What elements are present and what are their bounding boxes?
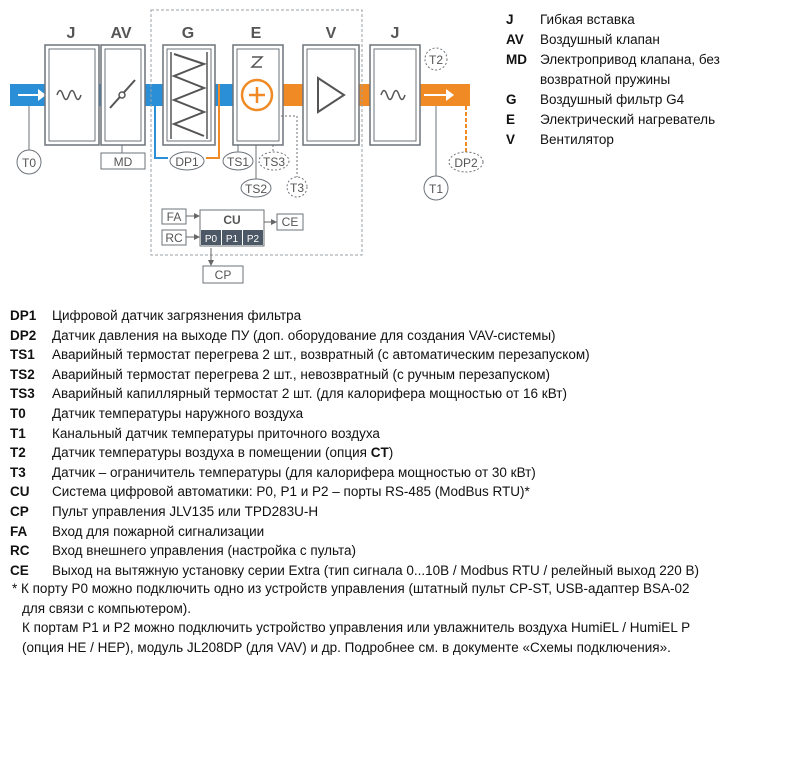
ts2-sensor	[240, 178, 272, 198]
fa-label: FA	[167, 210, 182, 224]
ce-box	[276, 213, 304, 231]
flex-coil-icon	[56, 89, 82, 101]
unit-boundary	[150, 9, 363, 256]
module-label-v: V	[326, 25, 337, 42]
port-p1-label: P1	[226, 234, 239, 245]
flex-coil-icon	[380, 89, 406, 101]
footnote-line: К портам P1 и P2 можно подключить устрой…	[22, 620, 691, 636]
filter-icon	[171, 53, 207, 137]
t3-label: T3	[290, 181, 304, 195]
ts3-sensor	[258, 151, 290, 171]
port-p2-label: P2	[247, 234, 260, 245]
ts3-label: TS3	[263, 155, 285, 169]
module-label-e: E	[251, 25, 262, 42]
dp2-sensor	[448, 151, 484, 173]
t1-label: T1	[429, 182, 443, 196]
footnote-line: * К порту P0 можно подключить одно из ус…	[12, 581, 690, 596]
footnote: * К порту P0 можно подключить одно из ус…	[12, 579, 782, 657]
port-p0-label: P0	[205, 234, 218, 245]
md-label: MD	[114, 155, 133, 169]
ventilation-unit-diagram: J AV MD G DP1 E TS1 TS2 TS3 T3 V J	[10, 9, 484, 284]
damper-icon	[109, 79, 136, 109]
cu-label: CU	[223, 213, 240, 227]
module-label-j1: J	[67, 25, 76, 42]
footnote-line: для связи с компьютером).	[22, 600, 191, 616]
dp2-label: DP2	[454, 156, 478, 170]
fan-icon	[317, 76, 346, 114]
cp-box	[202, 265, 244, 284]
t0-sensor	[16, 149, 42, 175]
port-p0	[201, 230, 221, 245]
module-label-j2: J	[391, 25, 400, 42]
air-outlet-arrow-icon	[424, 89, 454, 101]
module-label-g: G	[182, 25, 194, 42]
module-j2	[369, 44, 421, 146]
electric-symbol-icon	[250, 56, 264, 68]
dp1-sensor	[169, 151, 205, 171]
t0-label: T0	[22, 156, 36, 170]
ce-label: CE	[282, 215, 299, 229]
dp1-label: DP1	[175, 155, 199, 169]
t1-sensor	[423, 175, 449, 201]
rc-label: RC	[165, 231, 183, 245]
t2-label: T2	[429, 53, 443, 67]
module-label-av: AV	[110, 25, 131, 42]
port-p2	[243, 230, 263, 245]
port-p1	[222, 230, 242, 245]
cp-label: CP	[215, 268, 232, 282]
ts1-label: TS1	[227, 155, 249, 169]
ts2-label: TS2	[245, 182, 267, 196]
t3-sensor	[286, 176, 308, 198]
module-j1	[44, 44, 100, 146]
air-inlet-arrow-icon	[18, 89, 46, 101]
t2-sensor	[424, 47, 448, 71]
md-box	[100, 152, 146, 170]
ts1-sensor	[222, 151, 254, 171]
footnote-line: (опция HE / HEP), модуль JL208DP (для VA…	[22, 639, 671, 655]
